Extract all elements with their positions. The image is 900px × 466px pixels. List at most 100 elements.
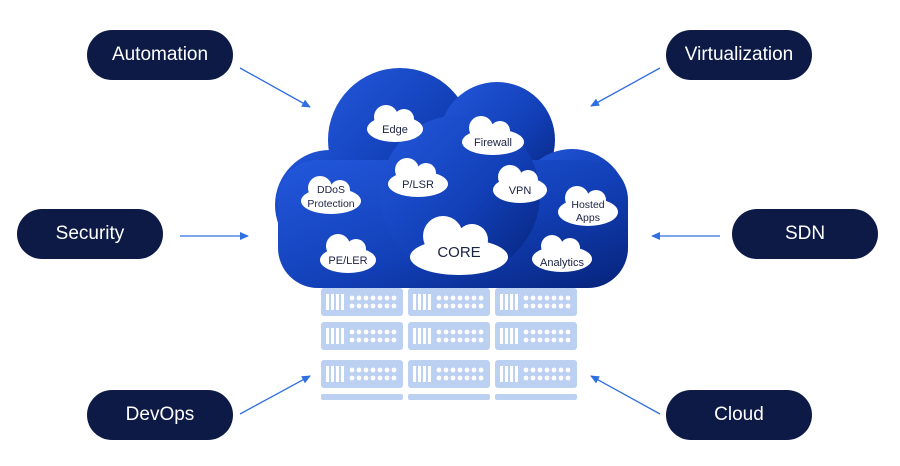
server-led (537, 337, 543, 343)
server-led (391, 367, 397, 373)
arrow-cloud (590, 375, 661, 415)
service-cloud-pe-ler: PE/LER (320, 234, 376, 273)
server-led (436, 303, 442, 309)
service-label-core: CORE (437, 244, 480, 261)
server-led (478, 337, 484, 343)
service-cloud-edge: Edge (367, 105, 423, 142)
server-led (356, 295, 362, 301)
server-rack-stack (321, 288, 577, 400)
server-led (356, 337, 362, 343)
server-led (377, 295, 383, 301)
server-led (537, 367, 543, 373)
server-led (464, 337, 470, 343)
server-led (565, 295, 571, 301)
server-led (558, 375, 564, 381)
server-led (558, 295, 564, 301)
server-led (551, 367, 557, 373)
server-led (530, 329, 536, 335)
server-led (530, 375, 536, 381)
server-led (523, 303, 529, 309)
server-led (558, 303, 564, 309)
server-slot (413, 366, 416, 382)
server-slot (423, 366, 426, 382)
service-label-hosted-line1: Hosted (571, 199, 604, 211)
server-slot (515, 328, 518, 344)
server-slot (331, 366, 334, 382)
server-led (450, 375, 456, 381)
server-led (565, 303, 571, 309)
server-led (370, 375, 376, 381)
server-slot (413, 328, 416, 344)
server-led (363, 295, 369, 301)
server-led (457, 337, 463, 343)
server-led (349, 375, 355, 381)
virtualization-pill: Virtualization (666, 30, 812, 80)
server-led (530, 367, 536, 373)
server-led (443, 295, 449, 301)
server-led (363, 303, 369, 309)
server-led (478, 367, 484, 373)
server-led (370, 367, 376, 373)
server-led (391, 375, 397, 381)
server-slot (423, 294, 426, 310)
automation-pill: Automation (87, 30, 233, 80)
server-led (471, 367, 477, 373)
server-led (544, 295, 550, 301)
server-slot (500, 294, 503, 310)
server-led (457, 367, 463, 373)
server-led (450, 367, 456, 373)
server-led (551, 337, 557, 343)
server-led (565, 367, 571, 373)
server-led (558, 367, 564, 373)
service-cloud-ddos-protection: DDoS Protection (301, 176, 361, 214)
server-led (370, 329, 376, 335)
service-cloud-core: CORE (410, 216, 508, 275)
server-led (523, 295, 529, 301)
service-label-firewall: Firewall (474, 137, 512, 149)
server-led (544, 303, 550, 309)
server-led (443, 337, 449, 343)
server-led (384, 375, 390, 381)
server-slot (428, 366, 431, 382)
server-led (377, 367, 383, 373)
server-slot (341, 328, 344, 344)
server-slot (331, 328, 334, 344)
server-led (544, 329, 550, 335)
service-label-edge: Edge (382, 124, 408, 136)
server-led (443, 375, 449, 381)
arrow-automation (239, 67, 311, 108)
server-led (349, 329, 355, 335)
server-led (544, 367, 550, 373)
server-led (370, 337, 376, 343)
server-led (565, 337, 571, 343)
server-led (349, 295, 355, 301)
security-pill: Security (17, 209, 163, 259)
server-led (544, 337, 550, 343)
server-led (530, 337, 536, 343)
server-led (356, 375, 362, 381)
server-slot (500, 366, 503, 382)
server-led (457, 303, 463, 309)
server-led (478, 303, 484, 309)
server-led (558, 329, 564, 335)
server-led (478, 295, 484, 301)
server-led (349, 367, 355, 373)
server-led (377, 375, 383, 381)
server-led (356, 329, 362, 335)
server-led (450, 329, 456, 335)
server-led (471, 329, 477, 335)
server-slot (326, 294, 329, 310)
server-slot (510, 366, 513, 382)
server-led (363, 367, 369, 373)
server-slot (423, 328, 426, 344)
server-led (523, 337, 529, 343)
server-led (436, 367, 442, 373)
cloud-pill: Cloud (666, 390, 812, 440)
server-led (356, 303, 362, 309)
server-led (450, 303, 456, 309)
server-led (363, 329, 369, 335)
server-led (523, 367, 529, 373)
server-led (478, 329, 484, 335)
service-label-vpn: VPN (509, 185, 532, 197)
server-led (370, 303, 376, 309)
